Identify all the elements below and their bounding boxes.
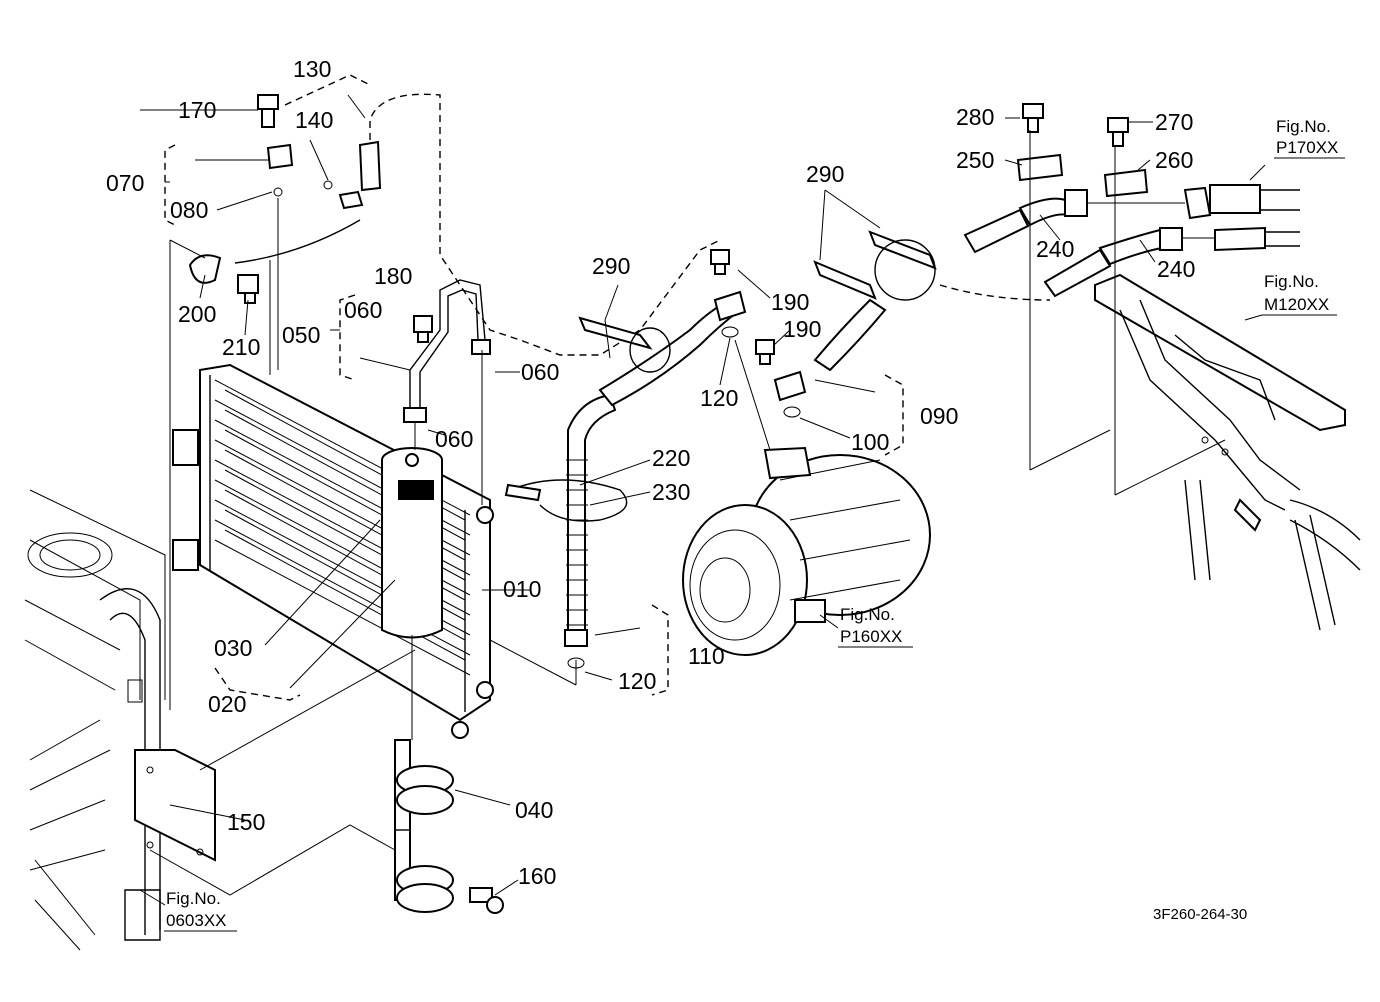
label-030: 030	[214, 635, 252, 661]
label-220: 220	[652, 445, 690, 471]
label-170: 170	[178, 97, 216, 123]
hose-090-drawing	[578, 230, 937, 418]
label-290-a: 290	[592, 253, 630, 279]
label-090: 090	[920, 403, 958, 429]
label-140: 140	[295, 107, 333, 133]
label-290-b: 290	[806, 161, 844, 187]
figure-ref-m120-code[interactable]: M120XX	[1264, 295, 1329, 314]
label-250: 250	[956, 147, 994, 173]
chassis-frame-drawing	[24, 489, 216, 951]
figure-ref-p170[interactable]: Fig.No. P170XX	[1274, 117, 1345, 159]
label-130: 130	[293, 56, 331, 82]
figure-ref-p160[interactable]: Fig.No. P160XX	[838, 605, 913, 648]
label-010: 010	[503, 576, 541, 602]
hose-240-drawing	[939, 103, 1300, 301]
label-040: 040	[515, 797, 553, 823]
label-060-b: 060	[521, 359, 559, 385]
hose-110-drawing	[504, 393, 628, 669]
label-060-c: 060	[435, 426, 473, 452]
figure-ref-m120[interactable]: Fig.No. M120XX	[1262, 272, 1337, 316]
part-labels: 130 170 140 070 080 200 210 180 060 050 …	[106, 56, 1195, 889]
drier-bracket-drawing	[394, 739, 504, 914]
label-100: 100	[851, 429, 889, 455]
label-240-b: 240	[1157, 256, 1195, 282]
figure-ref-0603[interactable]: Fig.No. 0603XX	[164, 889, 237, 932]
drawing-code: 3F260-264-30	[1153, 906, 1247, 923]
label-240-a: 240	[1036, 236, 1074, 262]
label-120-b: 120	[618, 668, 656, 694]
label-230: 230	[652, 479, 690, 505]
label-080: 080	[170, 197, 208, 223]
figure-ref-p170-code[interactable]: P170XX	[1276, 138, 1338, 157]
figure-ref-p170-title: Fig.No.	[1276, 117, 1331, 136]
label-150: 150	[227, 809, 265, 835]
label-070: 070	[106, 170, 144, 196]
label-190-b: 190	[783, 316, 821, 342]
label-020: 020	[208, 691, 246, 717]
label-180: 180	[374, 263, 412, 289]
label-210: 210	[222, 334, 260, 360]
compressor-drawing	[682, 446, 931, 656]
label-060-a: 060	[344, 297, 382, 323]
figure-ref-0603-code[interactable]: 0603XX	[166, 911, 227, 930]
receiver-drier-drawing	[381, 447, 443, 639]
figure-ref-0603-title: Fig.No.	[166, 889, 221, 908]
figure-ref-p160-code[interactable]: P160XX	[840, 627, 902, 646]
label-270: 270	[1155, 109, 1193, 135]
label-190-a: 190	[771, 289, 809, 315]
label-260: 260	[1155, 147, 1193, 173]
figure-ref-p160-title: Fig.No.	[840, 605, 895, 624]
frame-m120-drawing	[1094, 273, 1361, 631]
leader-lines	[139, 74, 1266, 906]
label-120-a: 120	[700, 385, 738, 411]
condenser-drawing	[172, 363, 494, 739]
figure-ref-m120-title: Fig.No.	[1264, 272, 1319, 291]
label-200: 200	[178, 301, 216, 327]
label-110: 110	[688, 643, 725, 669]
pipe-050-drawing	[403, 279, 491, 423]
pressure-switch-drawing	[188, 93, 721, 356]
label-160: 160	[518, 863, 556, 889]
label-050: 050	[282, 322, 320, 348]
label-280: 280	[956, 104, 994, 130]
